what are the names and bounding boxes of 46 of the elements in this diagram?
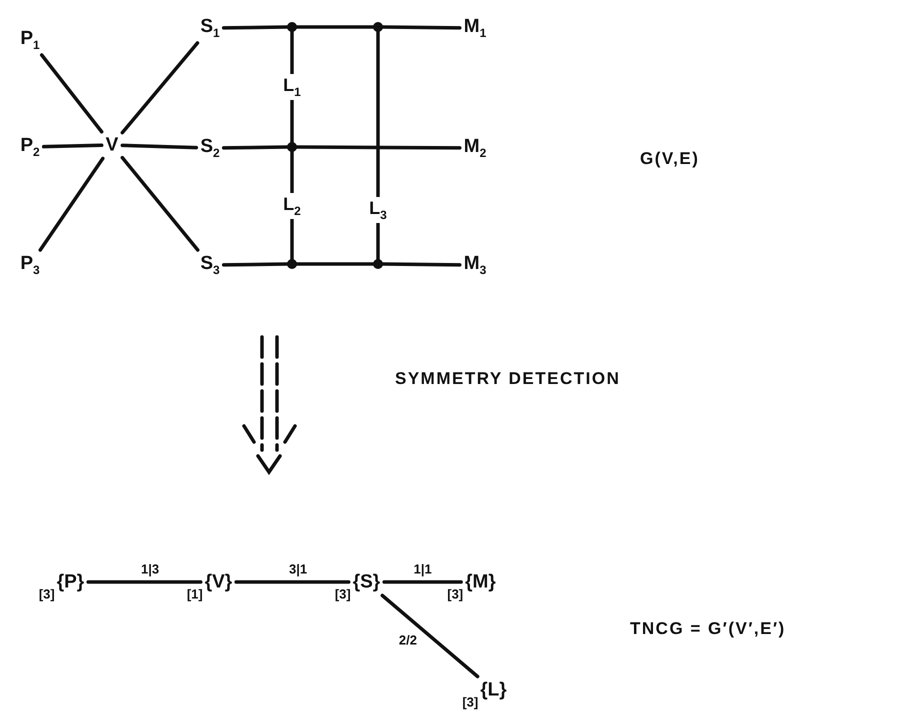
multiplicity-label: [1]	[186, 588, 203, 600]
text-label: SYMMETRY DETECTION	[395, 370, 620, 387]
junction-dot	[373, 259, 383, 269]
vertex-label: {S}	[352, 572, 382, 592]
vertex-label: P$_{3}$	[19, 253, 41, 277]
vertex-label: {M}	[464, 572, 497, 592]
multiplicity-label: [3]	[38, 588, 55, 600]
vertex-label: P$_{2}$	[19, 135, 41, 159]
connector-line	[234, 580, 350, 584]
vertex-label: {P}	[56, 572, 86, 592]
vertex-label: S$_{3}$	[199, 253, 221, 277]
vertex-label: P$_{1}$	[19, 28, 41, 52]
connector-line	[42, 144, 104, 148]
connector-line	[86, 580, 202, 584]
text-label: TNCG = G′(V′,E′)	[630, 620, 786, 637]
edge-label: L$_{1}$	[282, 74, 302, 100]
connector-line	[38, 156, 105, 252]
edge-label: L$_{2}$	[282, 192, 302, 218]
vertex-label: S$_{2}$	[199, 136, 221, 160]
edge-label: 2/2	[398, 632, 418, 648]
junction-dot	[287, 259, 297, 269]
connector-line	[376, 29, 380, 262]
edge-label: 3|1	[288, 560, 308, 578]
connector-line	[120, 144, 198, 150]
vertex-label: M$_{3}$	[462, 253, 488, 277]
multiplicity-label: [3]	[447, 588, 464, 600]
vertex-label: S$_{1}$	[199, 16, 221, 40]
junction-dot	[373, 22, 383, 32]
edge-label: 1|3	[140, 560, 160, 578]
vertex-label: {V}	[204, 572, 234, 592]
vertex-label: {L}	[479, 680, 508, 700]
text-label: G(V,E)	[640, 150, 700, 167]
edge-label: L$_{3}$	[368, 196, 388, 223]
vertex-label: V	[104, 134, 120, 156]
vertex-label: M$_{2}$	[462, 136, 488, 160]
vertex-label: M$_{1}$	[462, 16, 488, 40]
multiplicity-label: [3]	[334, 588, 351, 600]
junction-dot	[287, 22, 297, 32]
connector-line	[380, 594, 480, 678]
connector-line	[120, 156, 200, 252]
junction-dot	[287, 142, 297, 152]
connector-line	[120, 41, 200, 134]
connector-line	[382, 580, 463, 584]
edge-label: 1|1	[412, 560, 433, 578]
connector-line	[40, 53, 104, 134]
multiplicity-label: [3]	[462, 696, 478, 708]
